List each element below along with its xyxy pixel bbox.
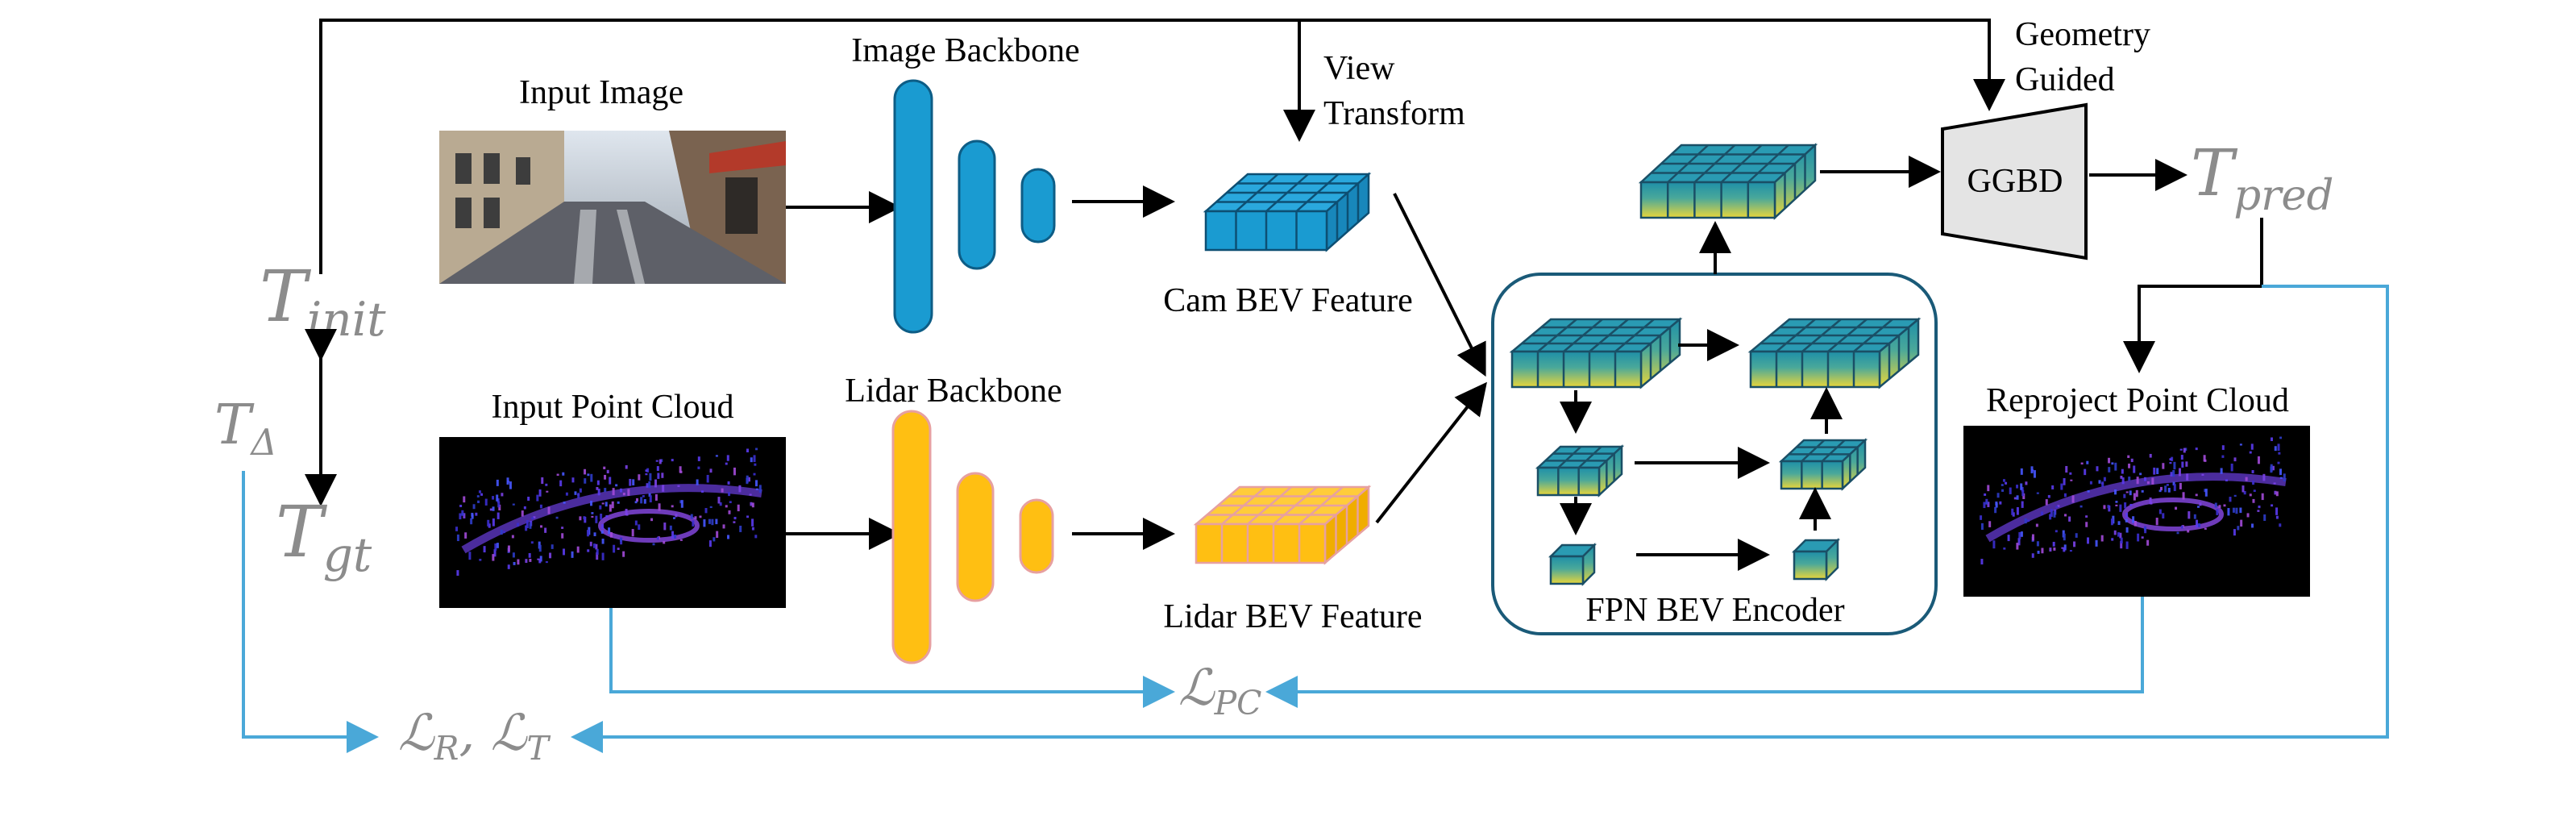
cam-bev-feature-label: Cam BEV Feature [1163,282,1413,319]
lidar-backbone [891,410,1054,664]
input-point-cloud [439,437,786,608]
geometry-guided-label-1: Geometry [2015,16,2150,53]
t-pred-symbol: Tpred [2191,135,2333,220]
t-init-symbol: Tinit [260,255,386,347]
lidar-bev-feature-label: Lidar BEV Feature [1163,598,1422,635]
fused-bev-feature [1638,143,1818,220]
l-rt-symbol: ℒR, ℒT [398,703,551,768]
cam-bev-feature [1203,172,1372,252]
t-gt-symbol: Tgt [276,490,372,582]
lidar-bev-feature [1193,485,1372,565]
loss-lines [242,285,2389,753]
tpred-to-reproject-arrow [2123,218,2263,373]
reproject-point-cloud [1963,426,2310,597]
view-transform-label-1: View [1323,50,1395,87]
image-backbone [893,79,1056,334]
cam-bev-to-encoder-arrow [1393,193,1486,377]
fpn-feature-maps [1509,317,1922,587]
input-image [439,131,786,284]
t-delta-symbol: TΔ [214,393,277,464]
fpn-arrows [1560,221,1843,571]
lidar-backbone-label: Lidar Backbone [845,373,1062,410]
image-backbone-label: Image Backbone [851,32,1079,69]
input-point-cloud-label: Input Point Cloud [491,389,733,426]
reproject-point-cloud-label: Reproject Point Cloud [1986,382,2289,419]
ggbd-label: GGBD [1967,163,2063,200]
lidar-bev-to-encoder-arrow [1375,381,1487,524]
geometry-guided-label-2: Guided [2015,61,2115,98]
view-transform-label-2: Transform [1323,95,1465,132]
fpn-bev-encoder-label: FPN BEV Encoder [1585,592,1844,629]
ggbd-decoder [1941,102,2088,260]
init-feedback-line [319,19,2005,274]
l-pc-symbol: ℒPC [1178,658,1261,722]
input-image-label: Input Image [519,74,683,111]
